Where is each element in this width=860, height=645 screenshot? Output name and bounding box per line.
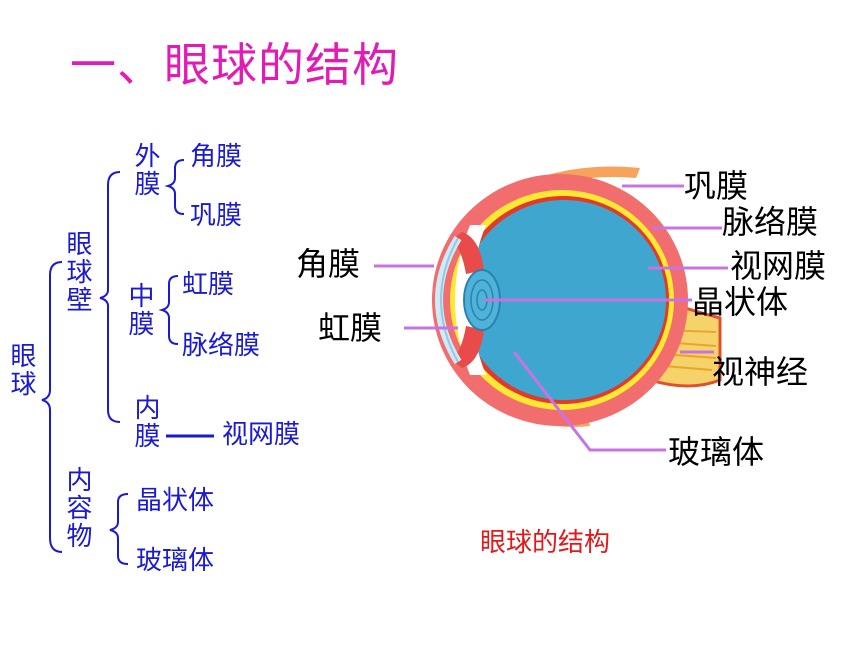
page-title: 一、眼球的结构 [70,38,399,92]
tree-outer-layer: 外膜 [130,142,160,198]
label-retina: 视网膜 [730,247,827,285]
tree-contents: 内容物 [62,466,92,550]
tree-root-eyeball: 眼球 [6,342,36,398]
tree-cornea: 角膜 [190,142,243,172]
label-choroid: 脉络膜 [722,203,819,241]
label-optic-nerve: 视神经 [712,353,809,391]
iris-top [452,232,484,274]
label-iris: 虹膜 [318,309,383,347]
label-vitreous: 玻璃体 [668,433,765,471]
tree-retina: 视网膜 [222,420,301,450]
muscle-top [498,166,640,204]
label-lens: 晶状体 [692,283,789,321]
label-sclera: 巩膜 [684,167,749,205]
tree-eyeball-wall: 眼球壁 [62,230,92,314]
middle-brace [158,275,179,345]
wall-brace [99,171,121,423]
tree-lens: 晶状体 [136,486,215,516]
tree-sclera: 巩膜 [190,201,243,231]
label-cornea: 角膜 [296,245,361,283]
outer-brace [164,159,185,215]
tree-vitreous: 玻璃体 [136,546,215,576]
iris-bottom [452,326,484,368]
tree-inner-layer: 内膜 [130,394,160,450]
tree-choroid: 脉络膜 [182,331,261,361]
tree-iris: 虹膜 [182,270,235,300]
diagram-caption: 眼球的结构 [480,528,611,558]
root-brace [41,261,63,553]
contents-brace [109,493,129,565]
leader-vitreous [512,351,666,452]
tree-middle-layer: 中膜 [124,282,154,338]
